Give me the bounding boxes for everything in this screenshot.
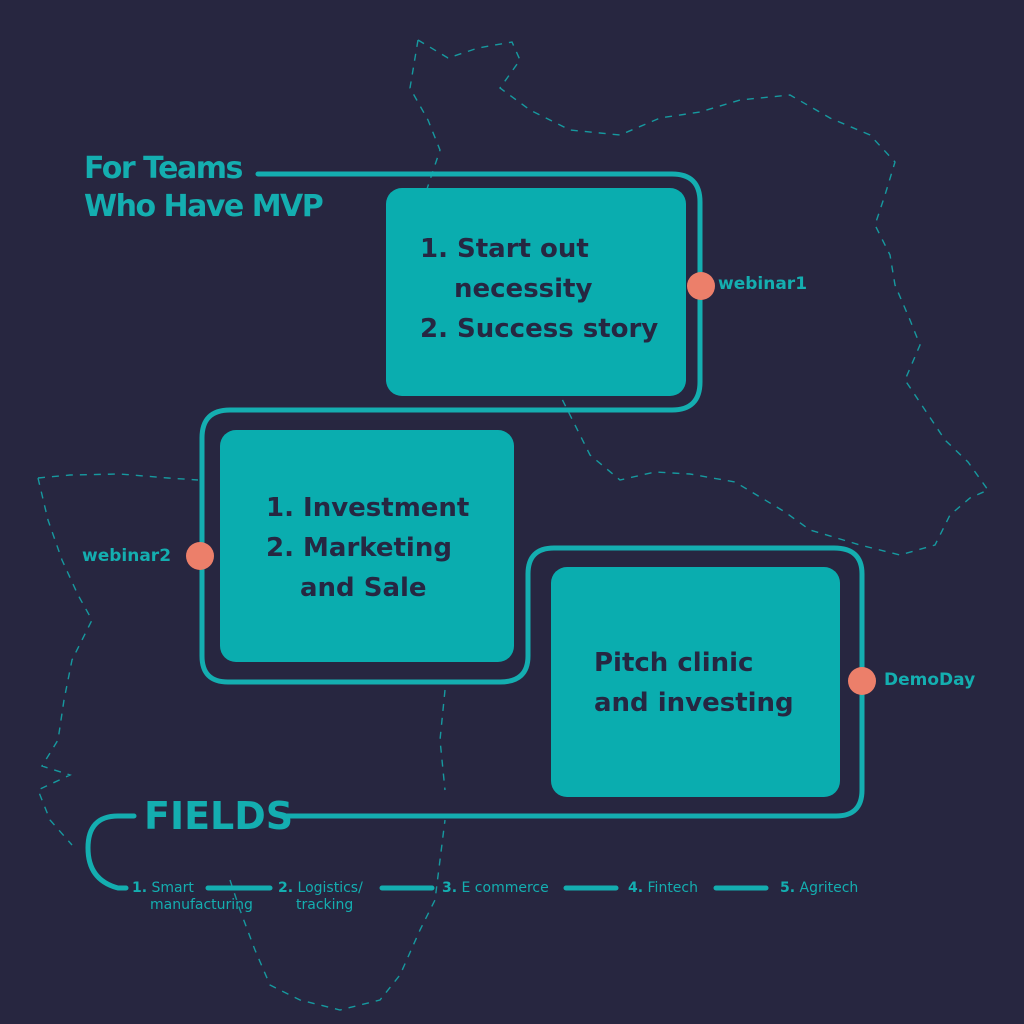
- field-1-label: Smart: [151, 880, 194, 896]
- field-item-2: 2. Logistics/ tracking: [278, 880, 363, 914]
- field-2-label-line-2: tracking: [296, 897, 354, 913]
- milestone-label-1: webinar1: [718, 274, 808, 294]
- map-outline: [37, 39, 990, 1011]
- stage-3-box: [551, 567, 840, 797]
- field-5-label: Agritech: [799, 880, 859, 896]
- field-1-number: 1.: [132, 880, 148, 896]
- field-item-3: 3. E commerce: [442, 880, 549, 897]
- title-line-1: For Teams: [84, 151, 243, 186]
- fields-hook: [85, 813, 137, 891]
- stage-1-line-3: 2. Success story: [420, 314, 659, 344]
- field-4-label: Fintech: [647, 880, 698, 896]
- milestone-label-2: webinar2: [82, 546, 172, 566]
- field-3-number: 3.: [442, 880, 458, 896]
- stage-2-line-3: and Sale: [300, 573, 427, 603]
- milestone-dot-3: [848, 667, 876, 695]
- stage-1-line-1: 1. Start out: [420, 234, 589, 264]
- field-3-label: E commerce: [461, 880, 549, 896]
- field-1-label-line-2: manufacturing: [150, 897, 253, 913]
- milestone-label-3: DemoDay: [884, 670, 976, 690]
- stage-2-line-2: 2. Marketing: [266, 533, 452, 563]
- milestone-dot-1: [687, 272, 715, 300]
- fields-title: FIELDS: [144, 794, 294, 838]
- stage-2-box: [220, 430, 514, 662]
- stage-1-box: [386, 188, 686, 396]
- stage-1-line-2: necessity: [454, 274, 593, 304]
- title-line-2: Who Have MVP: [84, 189, 324, 224]
- field-item-4: 4. Fintech: [628, 880, 698, 897]
- field-4-number: 4.: [628, 880, 644, 896]
- field-5-number: 5.: [780, 880, 796, 896]
- stage-3-text: Pitch clinic and investing: [594, 643, 794, 723]
- field-2-number: 2.: [278, 880, 294, 896]
- stage-3-line-1: Pitch clinic: [594, 648, 754, 678]
- field-2-label: Logistics/: [297, 880, 363, 896]
- milestone-dot-2: [186, 542, 214, 570]
- stage-1-text: 1. Start out necessity 2. Success story: [420, 229, 658, 349]
- page-title: For Teams Who Have MVP: [84, 150, 324, 226]
- connector-1: [199, 171, 865, 819]
- stage-2-line-1: 1. Investment: [266, 493, 470, 523]
- stage-3-line-2: and investing: [594, 688, 794, 718]
- stage-2-text: 1. Investment 2. Marketing and Sale: [266, 488, 469, 608]
- field-item-1: 1. Smart manufacturing: [132, 880, 253, 914]
- field-item-5: 5. Agritech: [780, 880, 858, 897]
